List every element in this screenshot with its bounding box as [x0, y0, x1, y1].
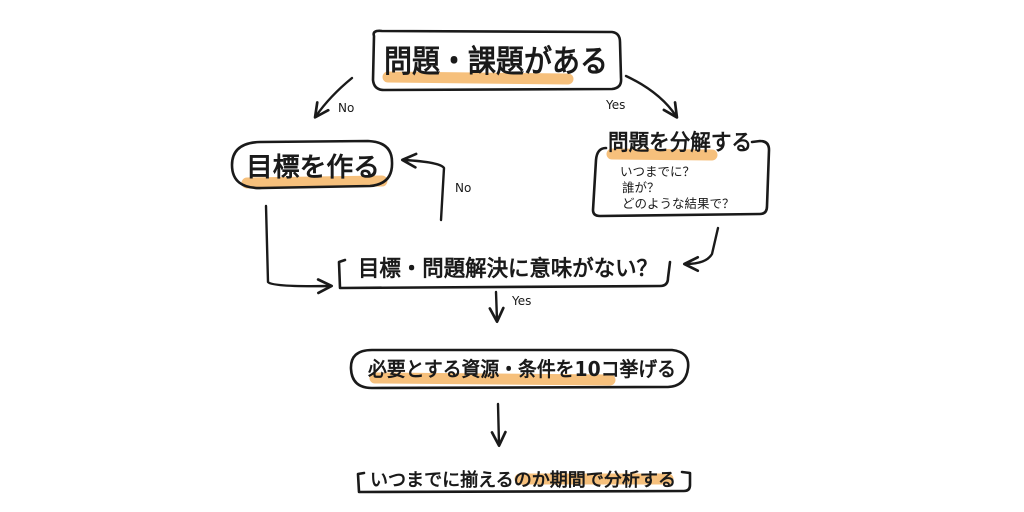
highlight-decompose — [606, 148, 718, 161]
highlight-resources — [369, 372, 616, 386]
node-goal-label: 目標を作る — [246, 153, 380, 183]
node-decompose-label: 問題を分解する — [608, 130, 752, 156]
node-resources: 必要とする資源・条件を10コ挙げる — [349, 348, 690, 390]
edge-label-yes-1: Yes — [605, 98, 625, 112]
edge-problem-to-goal — [313, 76, 354, 119]
box-decompose — [591, 139, 771, 218]
edge-check-to-goal — [400, 152, 446, 222]
edge-decompose-to-check — [682, 226, 720, 273]
edge-problem-to-decompose — [624, 74, 679, 119]
highlight-goal — [241, 175, 388, 189]
decompose-item-who: 誰が？ — [622, 180, 660, 195]
decompose-item-when: いつまでに？ — [620, 164, 695, 179]
node-goal: 目標を作る — [230, 139, 394, 190]
node-meaning-check-label: 目標・問題解決に意味がない？ — [358, 256, 658, 282]
edges — [264, 74, 720, 448]
edge-resources-to-analyze — [490, 402, 507, 448]
edge-label-yes-2: Yes — [511, 294, 531, 308]
box-goal — [230, 139, 394, 190]
box-analyze — [356, 470, 692, 494]
box-meaning-check — [337, 258, 672, 290]
node-decompose: 問題を分解する いつまでに？ 誰が？ どのような結果で？ — [591, 130, 771, 218]
node-analyze-label: いつまでに揃えるのか期間で分析する — [370, 469, 676, 491]
box-resources — [349, 348, 690, 390]
edge-label-no-1: No — [338, 101, 354, 115]
node-problem: 問題・課題がある — [371, 29, 623, 92]
node-problem-label: 問題・課題がある — [384, 44, 608, 80]
box-problem — [371, 29, 623, 92]
highlight-problem — [382, 71, 574, 85]
edge-goal-to-check — [264, 204, 334, 295]
node-analyze: いつまでに揃えるのか期間で分析する — [356, 469, 692, 494]
highlights — [241, 71, 718, 485]
node-meaning-check: 目標・問題解決に意味がない？ — [337, 256, 672, 290]
decompose-item-result: どのような結果で？ — [622, 196, 735, 211]
edge-check-to-resources — [488, 290, 505, 324]
node-resources-label: 必要とする資源・条件を10コ挙げる — [367, 357, 676, 381]
edge-label-no-2: No — [455, 181, 471, 195]
